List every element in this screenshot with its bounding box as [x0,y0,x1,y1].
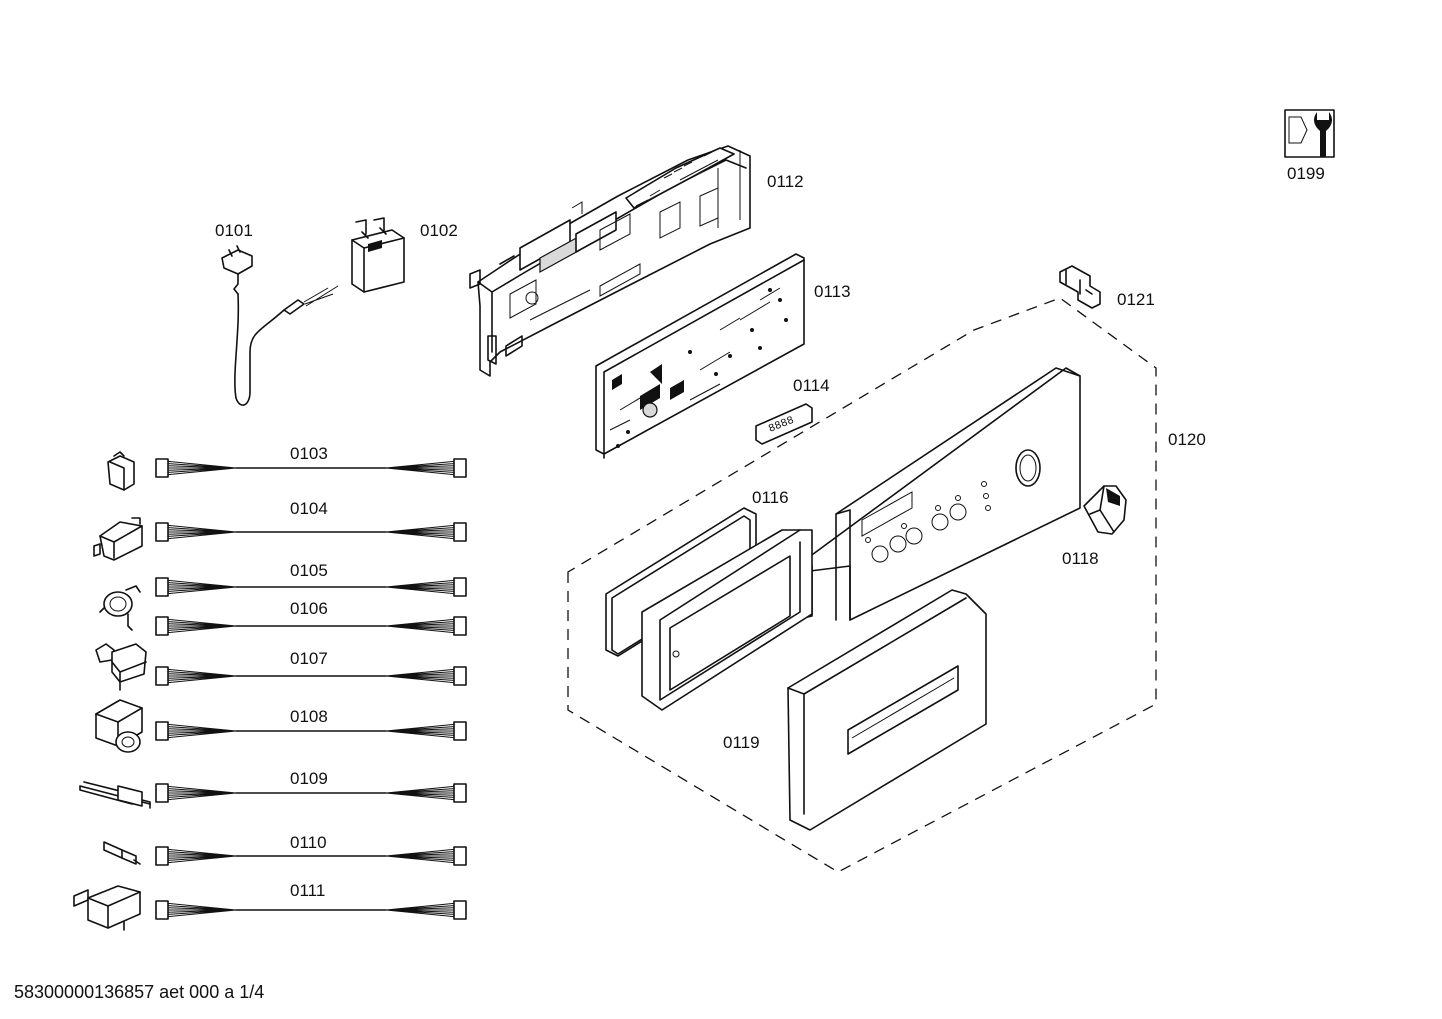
power-cord [221,245,339,406]
label-0104: 0104 [290,499,328,518]
control-panel-fascia [785,367,1081,623]
program-knob [1083,485,1127,535]
label-0119: 0119 [723,733,760,752]
harness-cable-0107 [155,666,467,686]
label-0105: 0105 [290,561,328,580]
main-pcb [595,253,805,459]
display-module: 8888 [755,403,813,445]
harness-cable-0103 [155,458,467,478]
harness-cable-0105 [155,577,467,597]
harness-cable-0111 [155,900,467,920]
label-0103: 0103 [290,444,328,463]
label-0113: 0113 [814,282,851,301]
harness-cable-0108 [155,721,467,741]
label-0111: 0111 [290,881,326,900]
label-0121: 0121 [1117,290,1155,309]
label-0199: 0199 [1287,164,1325,183]
wire-harnesses [155,458,467,920]
label-0112: 0112 [767,172,804,191]
label-0101: 0101 [215,221,253,240]
label-0116: 0116 [752,488,789,507]
harness-components [73,451,151,931]
label-0107: 0107 [290,649,328,668]
label-0114: 0114 [793,376,830,395]
label-0102: 0102 [420,221,458,240]
harness-cable-0106 [155,616,467,636]
dispenser-frame [641,529,813,711]
wrench-nut-icon [1284,109,1335,158]
label-0110: 0110 [290,833,327,852]
label-0108: 0108 [290,707,328,726]
harness-cable-0110 [155,846,467,866]
filter-capacitor [351,217,405,293]
label-0120: 0120 [1168,430,1206,449]
document-footer-code: 58300000136857 aet 000 a 1/4 [14,982,265,1002]
assembly-outline-dashed [567,297,1157,873]
label-0118: 0118 [1062,549,1099,568]
harness-cable-0109 [155,783,467,803]
control-module-housing [469,145,751,377]
label-0109: 0109 [290,769,328,788]
dispenser-drawer-front [787,589,987,831]
harness-cable-0104 [155,522,467,542]
label-0106: 0106 [290,599,328,618]
door-switch [1059,265,1101,309]
